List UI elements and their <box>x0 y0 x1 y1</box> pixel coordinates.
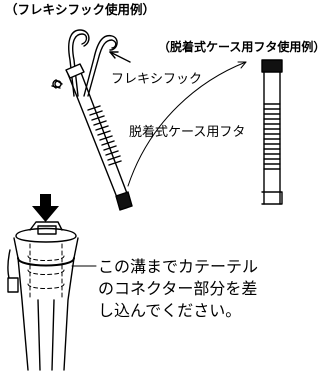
down-arrow-icon <box>32 194 59 222</box>
flex-hook-icon <box>51 29 131 97</box>
flex-hook-example-title: （フレキシフック使用例） <box>5 2 156 17</box>
flex-hook-label: フレキシフック <box>111 72 203 87</box>
catheter-case-icon <box>261 59 283 205</box>
connector-groove-icon <box>7 221 97 371</box>
detachable-case-example-title: （脱着式ケース用フタ使用例） <box>158 40 326 54</box>
detachable-case-cap-label: 脱着式ケース用フタ <box>129 125 246 140</box>
instruction-line-3: し込んでください。 <box>98 301 242 320</box>
catheter-case-icon <box>65 61 247 211</box>
instruction-line-2: のコネクター部分を差 <box>98 279 258 298</box>
instruction-line-1: この溝までカテーテル <box>98 257 259 276</box>
